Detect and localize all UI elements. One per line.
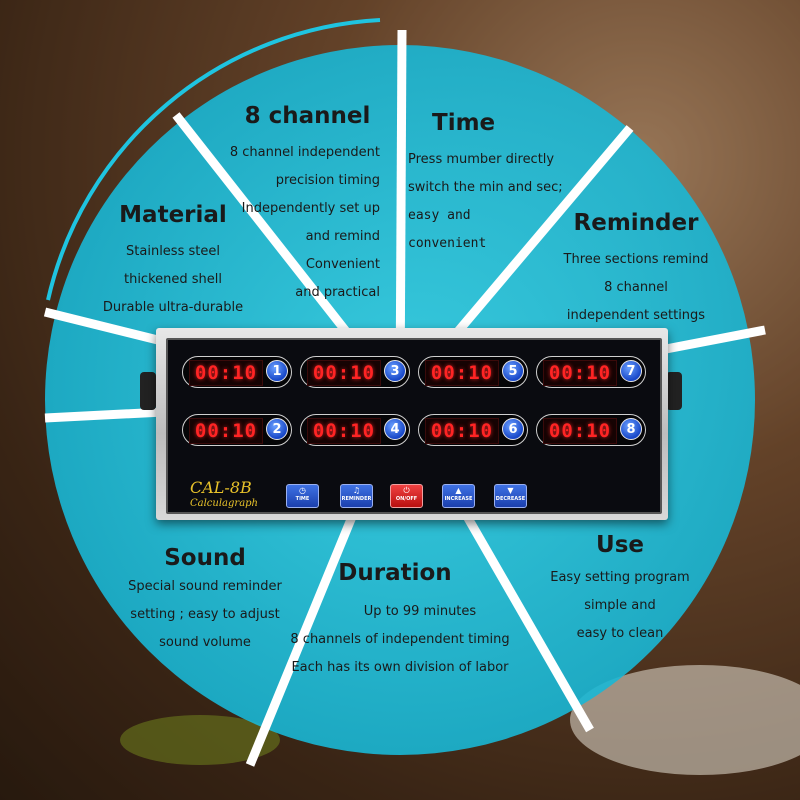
timer-channel-8[interactable]: 00:10 8 xyxy=(536,414,646,446)
reminder-line: 8 channel xyxy=(604,280,668,295)
increase-button[interactable]: ▲ INCREASE xyxy=(442,484,475,508)
clock-icon: ◷ xyxy=(299,486,306,495)
duration-line: 8 channels of independent timing xyxy=(290,632,510,647)
channel-number-badge[interactable]: 2 xyxy=(266,418,288,440)
channel-number-badge[interactable]: 6 xyxy=(502,418,524,440)
timer-channel-6[interactable]: 00:10 6 xyxy=(418,414,528,446)
duration-line: Up to 99 minutes xyxy=(363,604,477,619)
channel-number-badge[interactable]: 8 xyxy=(620,418,642,440)
use-segment: Use Easy setting program simple and easy… xyxy=(540,532,700,648)
avocado-shape xyxy=(120,715,280,765)
reminder-segment: Reminder Three sections remind 8 channel… xyxy=(556,210,716,330)
mount-bracket-left xyxy=(140,372,156,410)
channel-line: 8 channel independent xyxy=(229,145,380,160)
use-line: Easy setting program xyxy=(550,570,690,585)
duration-title: Duration xyxy=(338,560,452,586)
timer-display: 00:10 xyxy=(425,418,499,444)
timer-channel-3[interactable]: 00:10 3 xyxy=(300,356,410,388)
timer-display: 00:10 xyxy=(189,418,263,444)
channel-number-badge[interactable]: 1 xyxy=(266,360,288,382)
timer-channel-2[interactable]: 00:10 2 xyxy=(182,414,292,446)
brand-label: CAL-8B Calculagraph xyxy=(190,478,258,509)
control-panel: 00:10 1 00:10 3 00:10 5 00:10 7 00:10 2 … xyxy=(166,338,662,514)
model-subtitle: Calculagraph xyxy=(190,498,258,509)
on-off-button[interactable]: ⏻ ON/OFF xyxy=(390,484,423,508)
channel-number-badge[interactable]: 7 xyxy=(620,360,642,382)
timer-display: 00:10 xyxy=(543,360,617,386)
duration-segment: Duration Up to 99 minutes 8 channels of … xyxy=(280,560,520,682)
plate-shape xyxy=(570,665,800,775)
sound-line: sound volume xyxy=(159,635,251,650)
timer-display: 00:10 xyxy=(189,360,263,386)
material-segment: Material Stainless steel thickened shell… xyxy=(88,202,258,322)
channel-line: precision timing xyxy=(275,173,380,188)
use-title: Use xyxy=(596,532,644,558)
timer-display: 00:10 xyxy=(307,360,381,386)
sound-segment: Sound Special sound reminder setting ; e… xyxy=(115,545,295,657)
time-line: easy and xyxy=(408,208,471,223)
material-line: Stainless steel xyxy=(126,244,220,259)
sound-line: setting ; easy to adjust xyxy=(130,607,280,622)
material-line: thickened shell xyxy=(123,272,222,287)
time-line: switch the min and sec; xyxy=(408,180,563,195)
time-button-label: TIME xyxy=(295,496,310,502)
model-name: CAL-8B xyxy=(190,478,252,497)
channel-number-badge[interactable]: 4 xyxy=(384,418,406,440)
use-line: easy to clean xyxy=(576,626,664,641)
channel-line: Independently set up xyxy=(241,201,380,216)
timer-channel-4[interactable]: 00:10 4 xyxy=(300,414,410,446)
reminder-line: Three sections remind xyxy=(563,252,709,267)
channel-title: 8 channel xyxy=(244,103,371,129)
timer-display: 00:10 xyxy=(543,418,617,444)
bell-icon: ♫ xyxy=(352,486,361,495)
timer-display: 00:10 xyxy=(307,418,381,444)
time-title: Time xyxy=(432,110,496,136)
channel-line: Convenient xyxy=(305,257,380,272)
sound-title: Sound xyxy=(164,545,246,571)
time-button[interactable]: ◷ TIME xyxy=(286,484,319,508)
time-segment: Time Press mumber directly switch the mi… xyxy=(408,110,578,258)
mount-bracket-right xyxy=(666,372,682,410)
decrease-button-label: DECREASE xyxy=(495,496,526,502)
timer-channel-1[interactable]: 00:10 1 xyxy=(182,356,292,388)
power-icon: ⏻ xyxy=(403,486,410,495)
timer-channel-7[interactable]: 00:10 7 xyxy=(536,356,646,388)
use-line: simple and xyxy=(584,598,656,613)
sound-line: Special sound reminder xyxy=(128,579,282,594)
arrow-up-icon: ▲ xyxy=(455,486,462,495)
time-line: Press mumber directly xyxy=(408,152,555,167)
channel-line: and practical xyxy=(295,285,380,300)
channel-number-badge[interactable]: 5 xyxy=(502,360,524,382)
decrease-button[interactable]: ▼ DECREASE xyxy=(494,484,527,508)
reminder-button[interactable]: ♫ REMINDER xyxy=(340,484,373,508)
reminder-title: Reminder xyxy=(573,210,699,236)
on-off-button-label: ON/OFF xyxy=(395,496,418,502)
material-line: Durable ultra-durable xyxy=(102,300,244,315)
timer-channel-5[interactable]: 00:10 5 xyxy=(418,356,528,388)
outer-arc xyxy=(46,18,381,301)
reminder-line: independent settings xyxy=(566,308,706,323)
reminder-button-label: REMINDER xyxy=(341,496,372,502)
material-title: Material xyxy=(119,202,227,228)
timer-display: 00:10 xyxy=(425,360,499,386)
duration-line: Each has its own division of labor xyxy=(291,660,509,675)
channel-segment: 8 channel 8 channel independent precisio… xyxy=(225,103,380,307)
channel-number-badge[interactable]: 3 xyxy=(384,360,406,382)
timer-device: 00:10 1 00:10 3 00:10 5 00:10 7 00:10 2 … xyxy=(156,328,668,520)
arrow-down-icon: ▼ xyxy=(507,486,514,495)
increase-button-label: INCREASE xyxy=(444,496,473,502)
time-line: convenient xyxy=(408,236,487,251)
channel-line: and remind xyxy=(305,229,380,244)
